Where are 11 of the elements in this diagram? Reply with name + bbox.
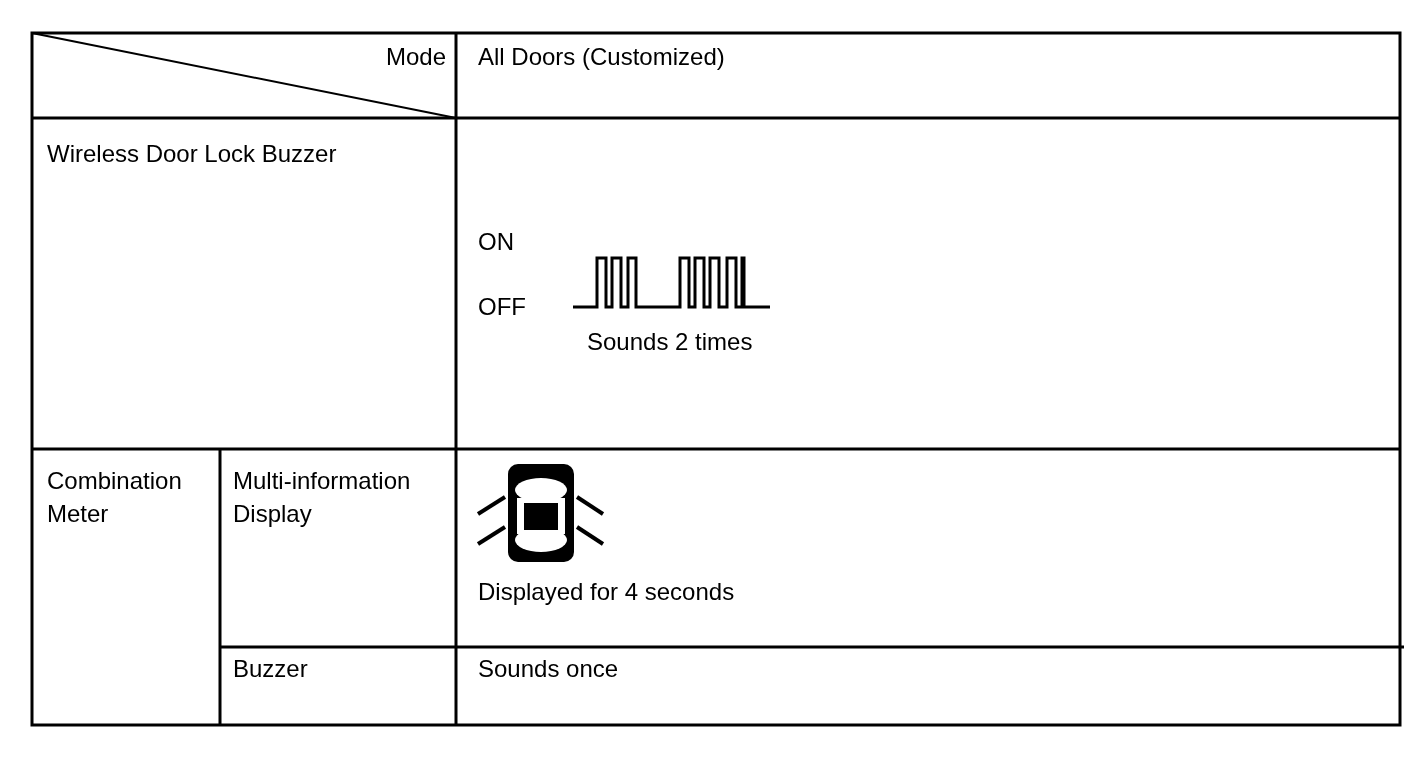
display-caption: Displayed for 4 seconds bbox=[478, 577, 735, 607]
column-header: All Doors (Customized) bbox=[478, 42, 725, 72]
row-header: Wireless Door Lock Buzzer bbox=[47, 139, 337, 169]
row-header: Combination Meter bbox=[47, 466, 183, 529]
row-header: Multi-information Display bbox=[233, 466, 412, 529]
waveform-caption: Sounds 2 times bbox=[587, 327, 753, 357]
signal-label: ON bbox=[478, 227, 514, 257]
result-text: Sounds once bbox=[478, 654, 619, 684]
row-header: Buzzer bbox=[233, 654, 308, 684]
signal-label: OFF bbox=[478, 292, 526, 322]
column-header: Mode bbox=[385, 42, 446, 72]
